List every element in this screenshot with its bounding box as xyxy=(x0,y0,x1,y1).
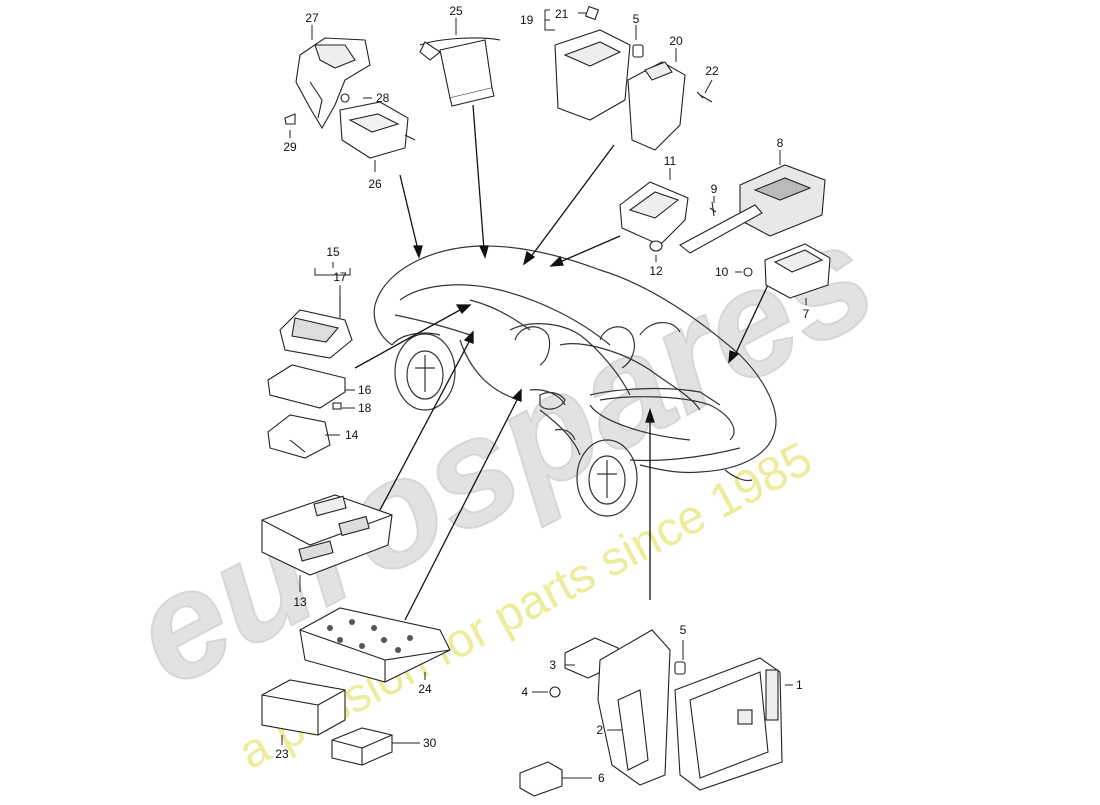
part-23-30[interactable] xyxy=(261,679,393,766)
part-13[interactable] xyxy=(261,494,393,576)
part-1-2-3-4-5-6[interactable] xyxy=(519,629,783,797)
callout-5-bottom: 5 xyxy=(680,623,687,637)
callout-21: 21 xyxy=(555,7,569,21)
callout-27: 27 xyxy=(305,11,319,25)
callout-6: 6 xyxy=(598,771,605,785)
callout-8: 8 xyxy=(777,136,784,150)
callout-5-top: 5 xyxy=(633,12,640,26)
part-11-12[interactable] xyxy=(619,181,689,252)
pointer-arrows xyxy=(354,104,776,621)
callout-4: 4 xyxy=(521,685,528,699)
callout-30: 30 xyxy=(423,736,437,750)
callout-23: 23 xyxy=(275,747,289,761)
callout-7: 7 xyxy=(803,307,810,321)
callout-22: 22 xyxy=(705,64,719,78)
callout-10: 10 xyxy=(715,265,729,279)
leader-lines xyxy=(281,9,807,779)
part-26-27-28-29[interactable] xyxy=(284,37,416,159)
callouts: 27 28 29 26 25 19 21 5 20 22 11 12 8 9 1… xyxy=(275,4,809,785)
callout-1: 1 xyxy=(796,678,803,692)
callout-28: 28 xyxy=(376,91,390,105)
callout-11: 11 xyxy=(664,154,677,168)
callout-2: 2 xyxy=(596,723,603,737)
part-25[interactable] xyxy=(419,37,501,107)
callout-13: 13 xyxy=(293,595,307,609)
callout-19: 19 xyxy=(520,13,534,27)
callout-20: 20 xyxy=(669,34,683,48)
part-7-8-9-10[interactable] xyxy=(679,164,831,299)
callout-25: 25 xyxy=(449,4,463,18)
part-19-20-21-22[interactable] xyxy=(554,5,713,151)
callout-3: 3 xyxy=(549,658,556,672)
callout-26: 26 xyxy=(368,177,382,191)
callout-16: 16 xyxy=(358,383,372,397)
callout-29: 29 xyxy=(283,140,297,154)
callout-18: 18 xyxy=(358,401,372,415)
callout-12: 12 xyxy=(649,264,663,278)
callout-15: 15 xyxy=(326,245,340,259)
callout-9: 9 xyxy=(711,182,718,196)
part-14-15-16-17-18[interactable] xyxy=(267,295,353,459)
part-24[interactable] xyxy=(299,607,451,683)
callout-24: 24 xyxy=(418,682,432,696)
callout-14: 14 xyxy=(345,428,359,442)
callout-17: 17 xyxy=(333,270,347,284)
car-outline xyxy=(373,245,777,517)
